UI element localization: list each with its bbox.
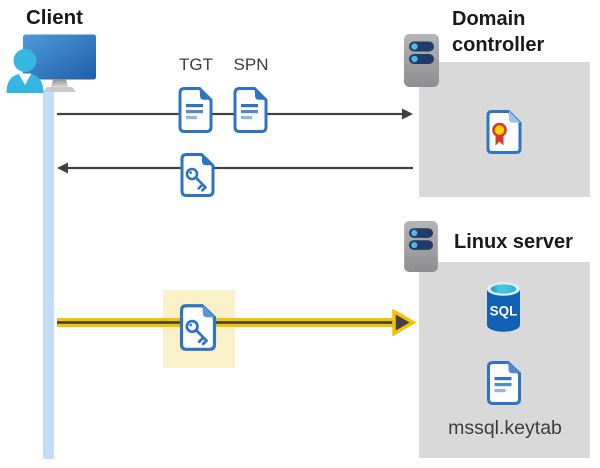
client-computer-icon (6, 34, 96, 93)
tgt-document-icon (178, 87, 213, 133)
client-to-linux-arrow (57, 309, 417, 336)
keytab-document-icon (487, 361, 521, 405)
sql-database-icon: SQL (487, 282, 520, 332)
linux-server-label: Linux server (454, 231, 573, 253)
client-label: Client (26, 6, 83, 29)
dc-to-client-arrow (57, 162, 413, 174)
domain-controller-label: Domain controller (452, 8, 545, 56)
session-key-document-icon (180, 153, 215, 197)
domain-controller-server-icon (404, 34, 439, 87)
spn-document-icon (233, 87, 268, 133)
certificate-icon (486, 110, 522, 154)
sql-badge-text: SQL (490, 304, 518, 319)
client-to-dc-arrow (57, 108, 413, 120)
linux-server-icon (404, 220, 438, 273)
service-key-document-icon (179, 304, 217, 351)
person-icon (6, 49, 44, 93)
spn-label: SPN (233, 55, 269, 74)
keytab-filename-label: mssql.keytab (448, 417, 562, 439)
client-lifeline (43, 90, 54, 459)
tgt-label: TGT (179, 55, 213, 74)
